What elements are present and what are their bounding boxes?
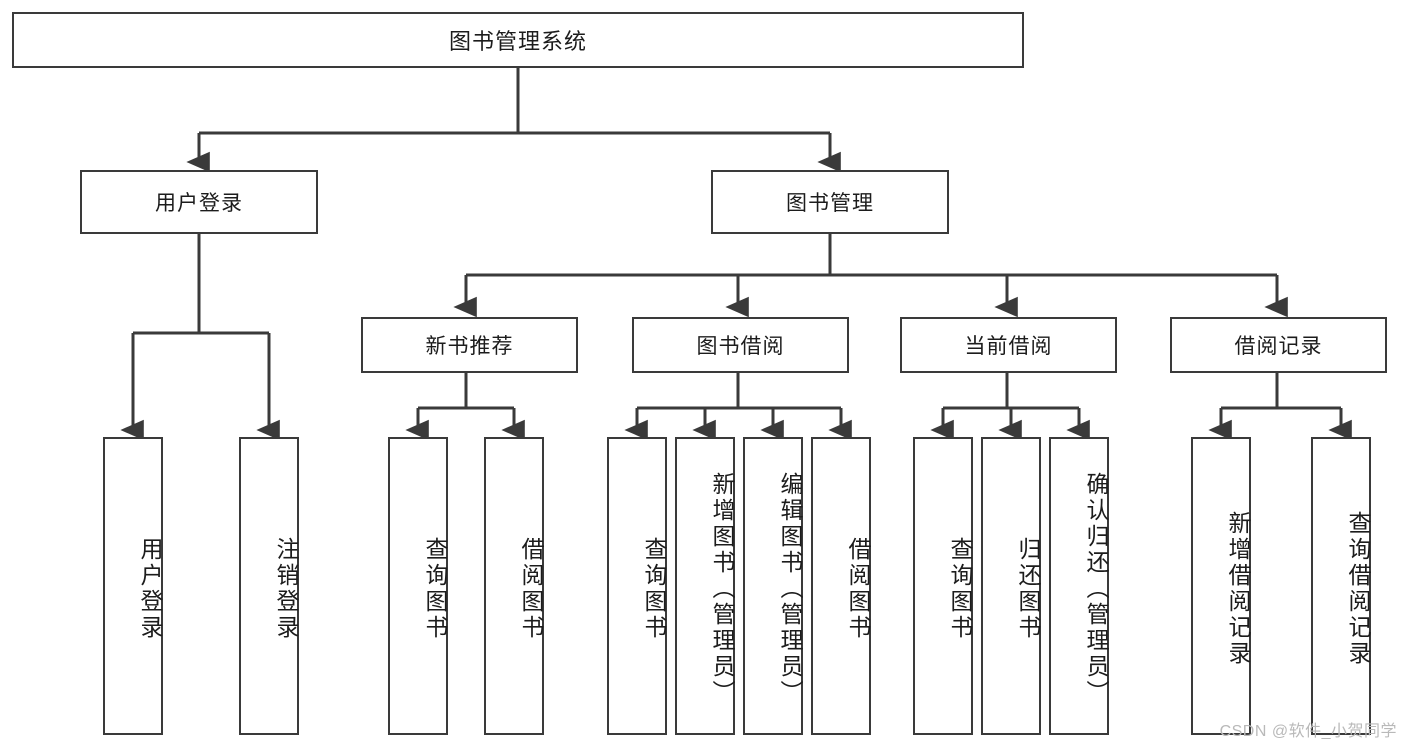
node-book-management-system[interactable]: 图书管理系统 [12, 12, 1024, 68]
node-label: 查询图书 [947, 537, 973, 641]
node-label: 借阅图书 [845, 537, 871, 641]
node-label: 借阅图书 [518, 537, 544, 641]
node-book-management[interactable]: 图书管理 [711, 170, 949, 234]
node-label: 图书管理系统 [448, 29, 587, 54]
node-label: 用户登录 [137, 537, 163, 641]
node-borrow-record[interactable]: 借阅记录 [1170, 317, 1387, 373]
leaf-user-login-login[interactable]: 用户登录 [103, 437, 163, 735]
leaf-borrow-edit-book-admin[interactable]: 编辑图书（管理员） [743, 437, 803, 735]
leaf-record-add-record[interactable]: 新增借阅记录 [1191, 437, 1251, 735]
node-label: 新书推荐 [425, 335, 514, 358]
node-label: 新增图书（管理员） [709, 472, 735, 706]
node-label: 查询借阅记录 [1345, 511, 1371, 667]
node-label: 归还图书 [1015, 537, 1041, 641]
node-user-login[interactable]: 用户登录 [80, 170, 318, 234]
node-new-book-recommend[interactable]: 新书推荐 [361, 317, 578, 373]
node-label: 注销登录 [273, 537, 299, 641]
node-label: 用户登录 [155, 192, 243, 215]
leaf-recommend-query-book[interactable]: 查询图书 [388, 437, 448, 735]
leaf-recommend-borrow-book[interactable]: 借阅图书 [484, 437, 544, 735]
node-book-borrow[interactable]: 图书借阅 [632, 317, 849, 373]
leaf-user-login-logout[interactable]: 注销登录 [239, 437, 299, 735]
leaf-borrow-add-book-admin[interactable]: 新增图书（管理员） [675, 437, 735, 735]
node-label: 图书管理 [786, 192, 874, 215]
node-label: 新增借阅记录 [1225, 511, 1251, 667]
leaf-current-query-book[interactable]: 查询图书 [913, 437, 973, 735]
node-label: 查询图书 [641, 537, 667, 641]
leaf-borrow-borrow-book[interactable]: 借阅图书 [811, 437, 871, 735]
watermark: CSDN @软件_小贺同学 [1219, 723, 1397, 740]
node-label: 查询图书 [422, 537, 448, 641]
leaf-record-query-record[interactable]: 查询借阅记录 [1311, 437, 1371, 735]
node-label: 图书借阅 [696, 335, 785, 358]
node-label: 确认归还（管理员） [1083, 472, 1109, 706]
node-label: 编辑图书（管理员） [777, 472, 803, 706]
node-current-borrow[interactable]: 当前借阅 [900, 317, 1117, 373]
node-label: 借阅记录 [1234, 335, 1323, 358]
leaf-current-return-book[interactable]: 归还图书 [981, 437, 1041, 735]
leaf-current-confirm-return-admin[interactable]: 确认归还（管理员） [1049, 437, 1109, 735]
node-label: 当前借阅 [964, 335, 1053, 358]
leaf-borrow-query-book[interactable]: 查询图书 [607, 437, 667, 735]
